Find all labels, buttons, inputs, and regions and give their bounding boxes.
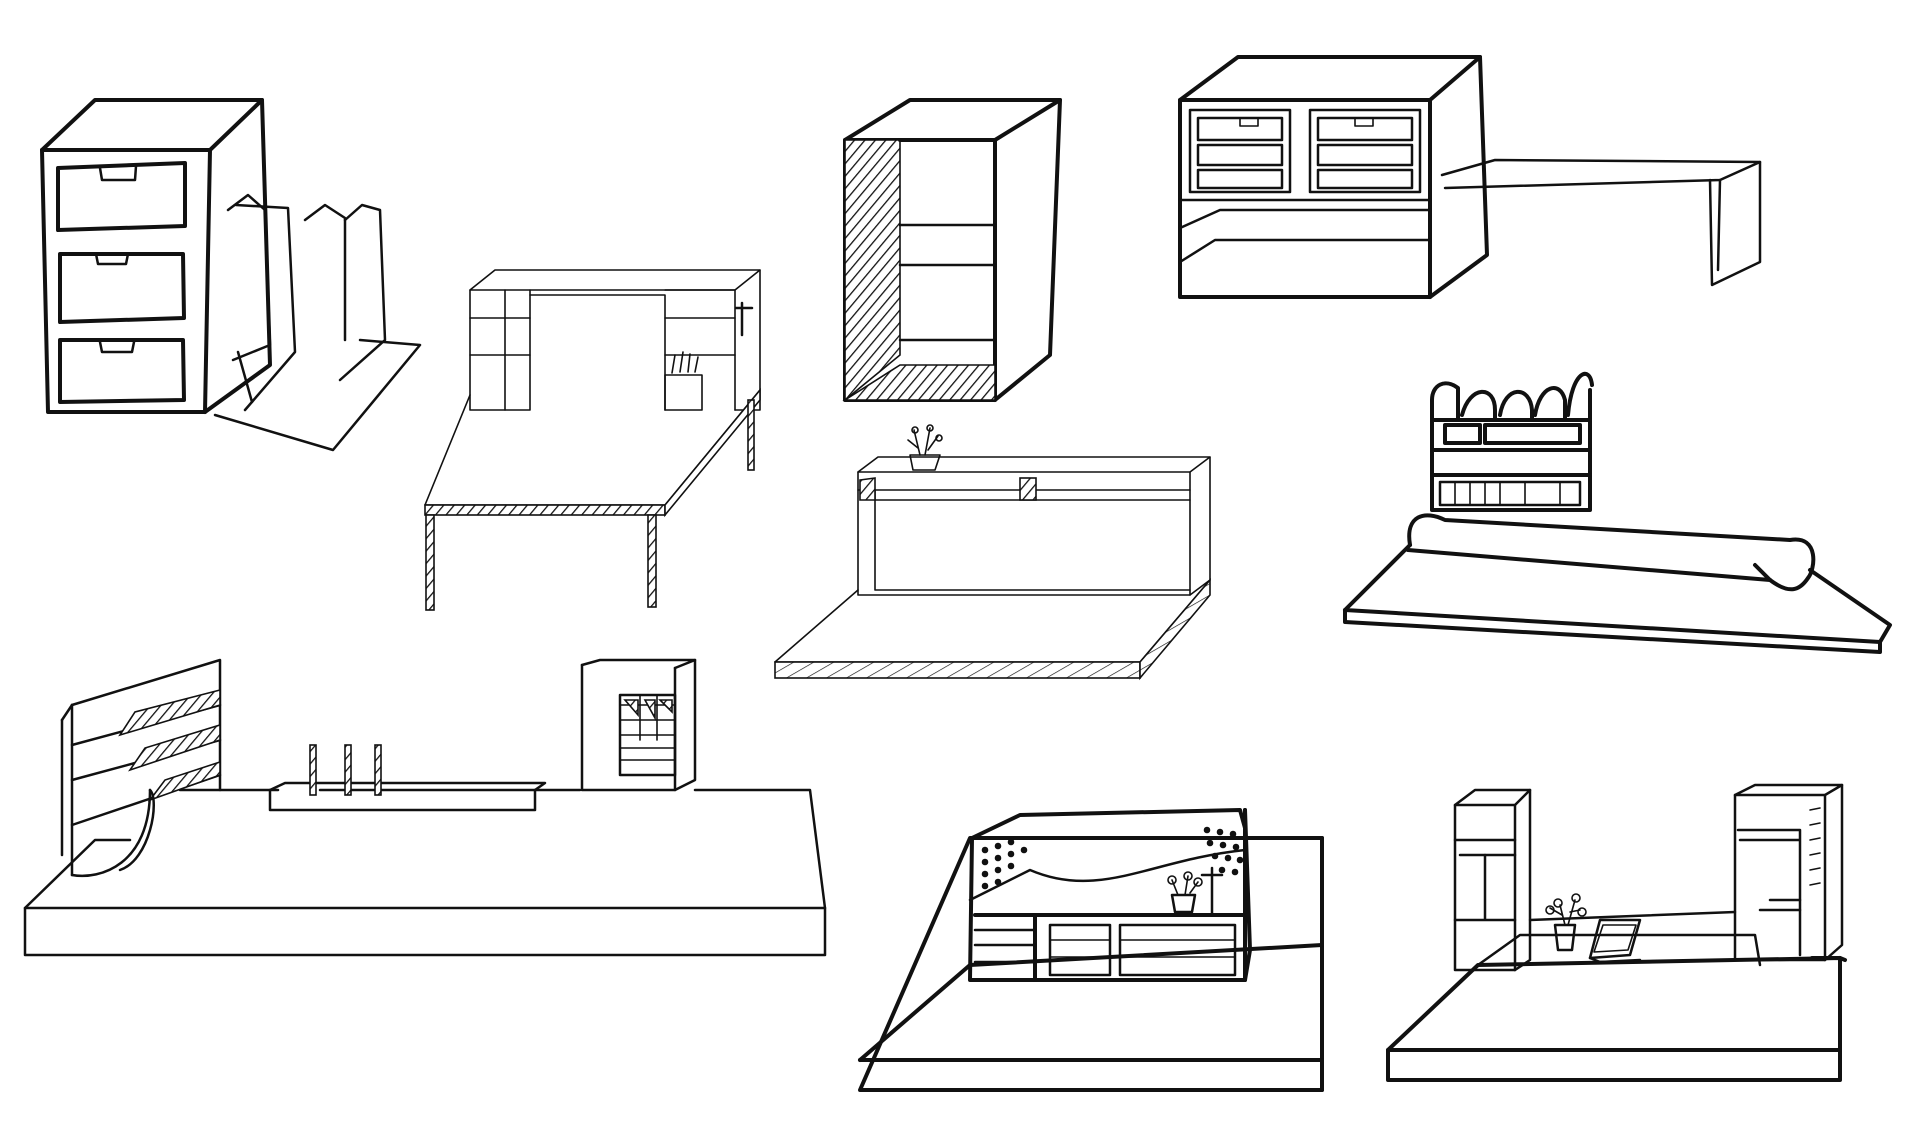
sketch-twin-tower-desk xyxy=(1386,783,1847,1082)
sketch-pegboard-desk xyxy=(858,808,1324,1092)
pegboard-dots xyxy=(981,826,1244,890)
sketch-floating-desk xyxy=(774,424,1211,681)
sketch-drawer-hutch xyxy=(1178,55,1762,299)
sketch-l-shelf-desk xyxy=(23,658,827,957)
sketch-desk-side-shelves xyxy=(424,269,761,611)
sketch-open-shelf-unit xyxy=(842,98,1062,402)
sketch-rounded-organizer-desk xyxy=(1343,371,1892,654)
sketch-drawer-cabinet xyxy=(40,98,422,452)
